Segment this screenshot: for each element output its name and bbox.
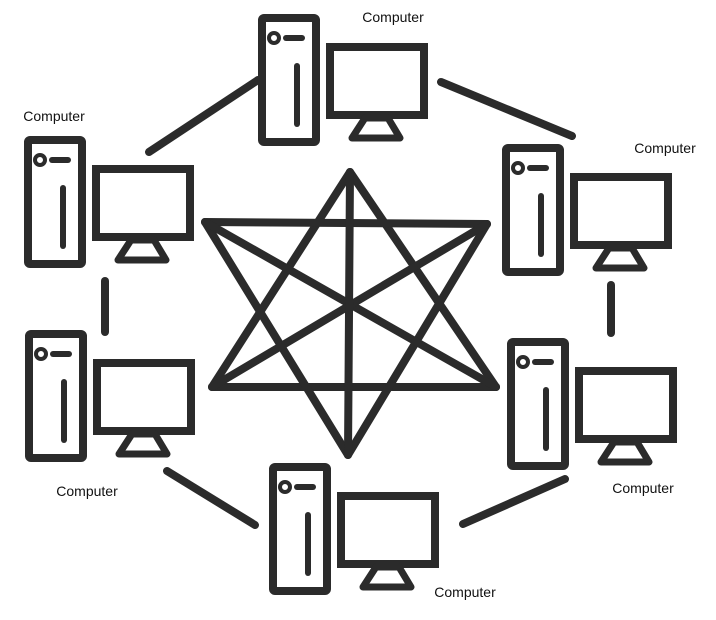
power-button-icon	[33, 153, 47, 167]
monitor-screen	[326, 43, 428, 119]
power-button-icon	[267, 31, 281, 45]
computer-label-bottom-left: Computer	[56, 483, 118, 499]
computer-bottom-left	[25, 330, 195, 462]
computer-nodes	[24, 14, 677, 595]
mesh-star-edge-bl-t	[208, 168, 354, 391]
monitor-screen	[575, 367, 677, 443]
computer-label-bottom-right: Computer	[612, 480, 674, 496]
link-bottom-bottom-left	[163, 467, 259, 529]
computer-top	[258, 14, 428, 146]
monitor-stand	[114, 236, 170, 264]
computer-label-top-right: Computer	[634, 140, 696, 156]
computer-labels: ComputerComputerComputerComputerComputer…	[23, 9, 696, 600]
mesh-star-edge-b-tl	[201, 218, 352, 459]
mesh-star-edge-t-br	[346, 168, 500, 391]
monitor-stand	[592, 244, 648, 272]
computer-top-left	[24, 136, 194, 268]
monitor-screen	[92, 165, 194, 241]
power-button-icon	[34, 347, 48, 361]
mesh-vertical-t-b	[344, 168, 354, 459]
monitor-screen	[570, 173, 672, 249]
tower-case	[258, 14, 320, 146]
monitor-stand	[359, 563, 415, 591]
computer-top-right	[502, 144, 672, 276]
computer-bottom-right	[507, 338, 677, 470]
tower-case	[502, 144, 564, 276]
tower-case	[269, 463, 331, 595]
center-mesh	[201, 168, 500, 459]
power-button-icon	[278, 480, 292, 494]
tower-case	[507, 338, 569, 470]
power-button-icon	[516, 355, 530, 369]
monitor-stand	[115, 430, 171, 458]
tower-case	[25, 330, 87, 462]
ring-links	[101, 76, 615, 529]
computer-label-top: Computer	[362, 9, 424, 25]
link-bottom-right-bottom	[459, 475, 569, 528]
tower-case	[24, 136, 86, 268]
link-top-left-top	[145, 76, 262, 156]
computer-bottom	[269, 463, 439, 595]
computer-label-top-left: Computer	[23, 108, 85, 124]
power-button-icon	[511, 161, 525, 175]
monitor-screen	[93, 359, 195, 435]
link-top-top-right	[437, 78, 576, 140]
monitor-stand	[348, 114, 404, 142]
monitor-screen	[337, 492, 439, 568]
monitor-stand	[597, 438, 653, 466]
computer-label-bottom: Computer	[434, 584, 496, 600]
